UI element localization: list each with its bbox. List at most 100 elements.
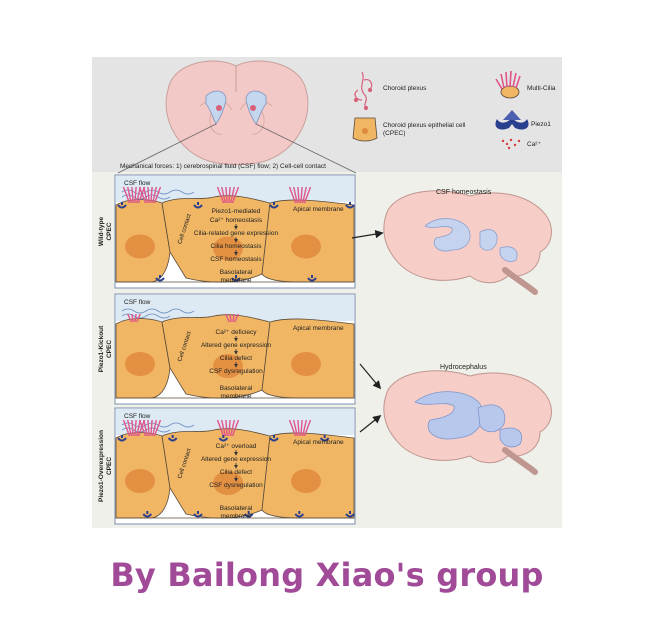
piezo1-channel xyxy=(243,511,254,518)
cascade-step: CSF dysregulation xyxy=(209,368,263,375)
cilium xyxy=(231,186,240,204)
nucleus xyxy=(213,354,243,378)
cascade-step: Altered gene expression xyxy=(201,342,271,349)
piezo1-channel xyxy=(345,202,355,209)
piezo1-channel xyxy=(193,511,203,518)
multi-cilia-icon xyxy=(495,70,521,99)
nucleus xyxy=(125,352,155,376)
basolateral-label: Basolateral xyxy=(220,505,253,512)
cilium xyxy=(131,186,134,204)
brain-hydrocephalus xyxy=(383,370,552,475)
cilium xyxy=(300,419,303,437)
cilium xyxy=(147,419,150,437)
cilium xyxy=(143,419,148,437)
piezo1-channel xyxy=(269,435,279,442)
cilium xyxy=(127,186,132,204)
top-band xyxy=(92,57,562,172)
cilium xyxy=(297,419,300,437)
cpec-icon xyxy=(352,117,378,142)
cilia-cluster xyxy=(122,186,146,204)
cilia-cluster xyxy=(122,419,146,437)
csf-flow-label: CSF flow xyxy=(124,413,151,420)
outcome-csf-homeostasis: CSF homeostasis xyxy=(436,189,492,196)
cascade-step: Ca²⁺ homeostasis xyxy=(210,217,263,224)
calcium-icon xyxy=(501,138,521,150)
cilia-cluster xyxy=(138,419,162,437)
legend-cpec-line1: Choroid plexus epithelial cell xyxy=(383,122,466,129)
arrow-oe-to-hydrocephalus xyxy=(359,414,382,433)
cascade-step: CSF homeostasis xyxy=(210,256,262,263)
cilium xyxy=(221,186,226,204)
nucleus xyxy=(291,352,321,376)
piezo1-channel xyxy=(193,202,203,209)
cascade-step: Altered gene expression xyxy=(201,456,271,463)
choroid-plexus-icon xyxy=(353,71,373,111)
legend-choroid-plexus: Choroid plexus xyxy=(383,85,427,92)
cilium xyxy=(297,186,300,204)
cilium xyxy=(229,313,232,323)
cilia-cluster xyxy=(225,313,239,323)
cilium xyxy=(137,186,146,204)
cilium xyxy=(225,419,228,437)
cilium xyxy=(221,419,226,437)
csf-wave xyxy=(121,308,195,314)
cascade-step: CSF dysregulation xyxy=(209,482,263,489)
panel-side-label: Wild-type xyxy=(98,217,105,247)
cilium xyxy=(303,186,312,204)
piezo1-channel xyxy=(307,275,317,282)
cascade-step: Ca²⁺ overload xyxy=(216,443,257,450)
apical-membrane-label: Apical membrane xyxy=(293,206,344,213)
piezo1-channel xyxy=(294,511,305,518)
piezo1-channel xyxy=(218,435,229,442)
cilium xyxy=(137,419,146,437)
cilium xyxy=(231,419,240,437)
cilium xyxy=(136,419,141,437)
cascade-step: Cilia defect xyxy=(220,355,252,362)
legend-piezo1: Piezo1 xyxy=(531,121,551,128)
cilium xyxy=(216,419,225,437)
cilium xyxy=(131,419,134,437)
apical-membrane-label: Apical membrane xyxy=(293,325,344,332)
cilium xyxy=(228,419,231,437)
arrow-to-homeostasis xyxy=(351,229,384,239)
cilium xyxy=(127,313,132,323)
brain-wildtype xyxy=(383,190,552,295)
cilium xyxy=(288,419,297,437)
piezo1-channel xyxy=(269,202,279,209)
cilium xyxy=(293,186,298,204)
cilia-cluster xyxy=(216,186,240,204)
panel-side-label: Piezo1-Overexpression xyxy=(98,430,105,502)
cpec-cell xyxy=(161,428,271,519)
cilium xyxy=(225,186,228,204)
cilium xyxy=(232,313,235,323)
basolateral-label: membrane xyxy=(220,393,251,400)
legend-multi-cilia: Multi-Cilia xyxy=(527,85,556,92)
cilium xyxy=(134,419,137,437)
cascade-step: Ca²⁺ deficiecy xyxy=(216,329,258,336)
mechanical-forces-label: Mechanical forces: 1) cerebrospinal flui… xyxy=(120,163,326,170)
cilia-cluster xyxy=(127,313,141,323)
cilia-cluster xyxy=(138,186,162,204)
cilium xyxy=(150,186,153,204)
cilium xyxy=(147,186,150,204)
cascade-step: Cilia defect xyxy=(220,469,252,476)
cilium xyxy=(216,186,225,204)
cilia-cluster xyxy=(216,419,240,437)
cilium xyxy=(302,419,307,437)
cilia-cluster xyxy=(288,419,312,437)
cilium xyxy=(131,313,134,323)
credit-caption: By Bailong Xiao's group xyxy=(110,556,544,594)
legend: Choroid plexus Multi-Cilia Choroid plexu… xyxy=(352,70,556,150)
legend-cpec-line2: (CPEC) xyxy=(383,130,405,137)
cilium xyxy=(230,419,235,437)
cilium xyxy=(152,186,157,204)
cilia-cluster xyxy=(288,186,312,204)
cilium xyxy=(228,186,231,204)
outcome-hydrocephalus: Hydrocephalus xyxy=(440,364,487,371)
panel-side-label: CPEC xyxy=(106,457,113,475)
cilium xyxy=(138,419,147,437)
cilium xyxy=(136,313,141,323)
cilium xyxy=(300,186,303,204)
